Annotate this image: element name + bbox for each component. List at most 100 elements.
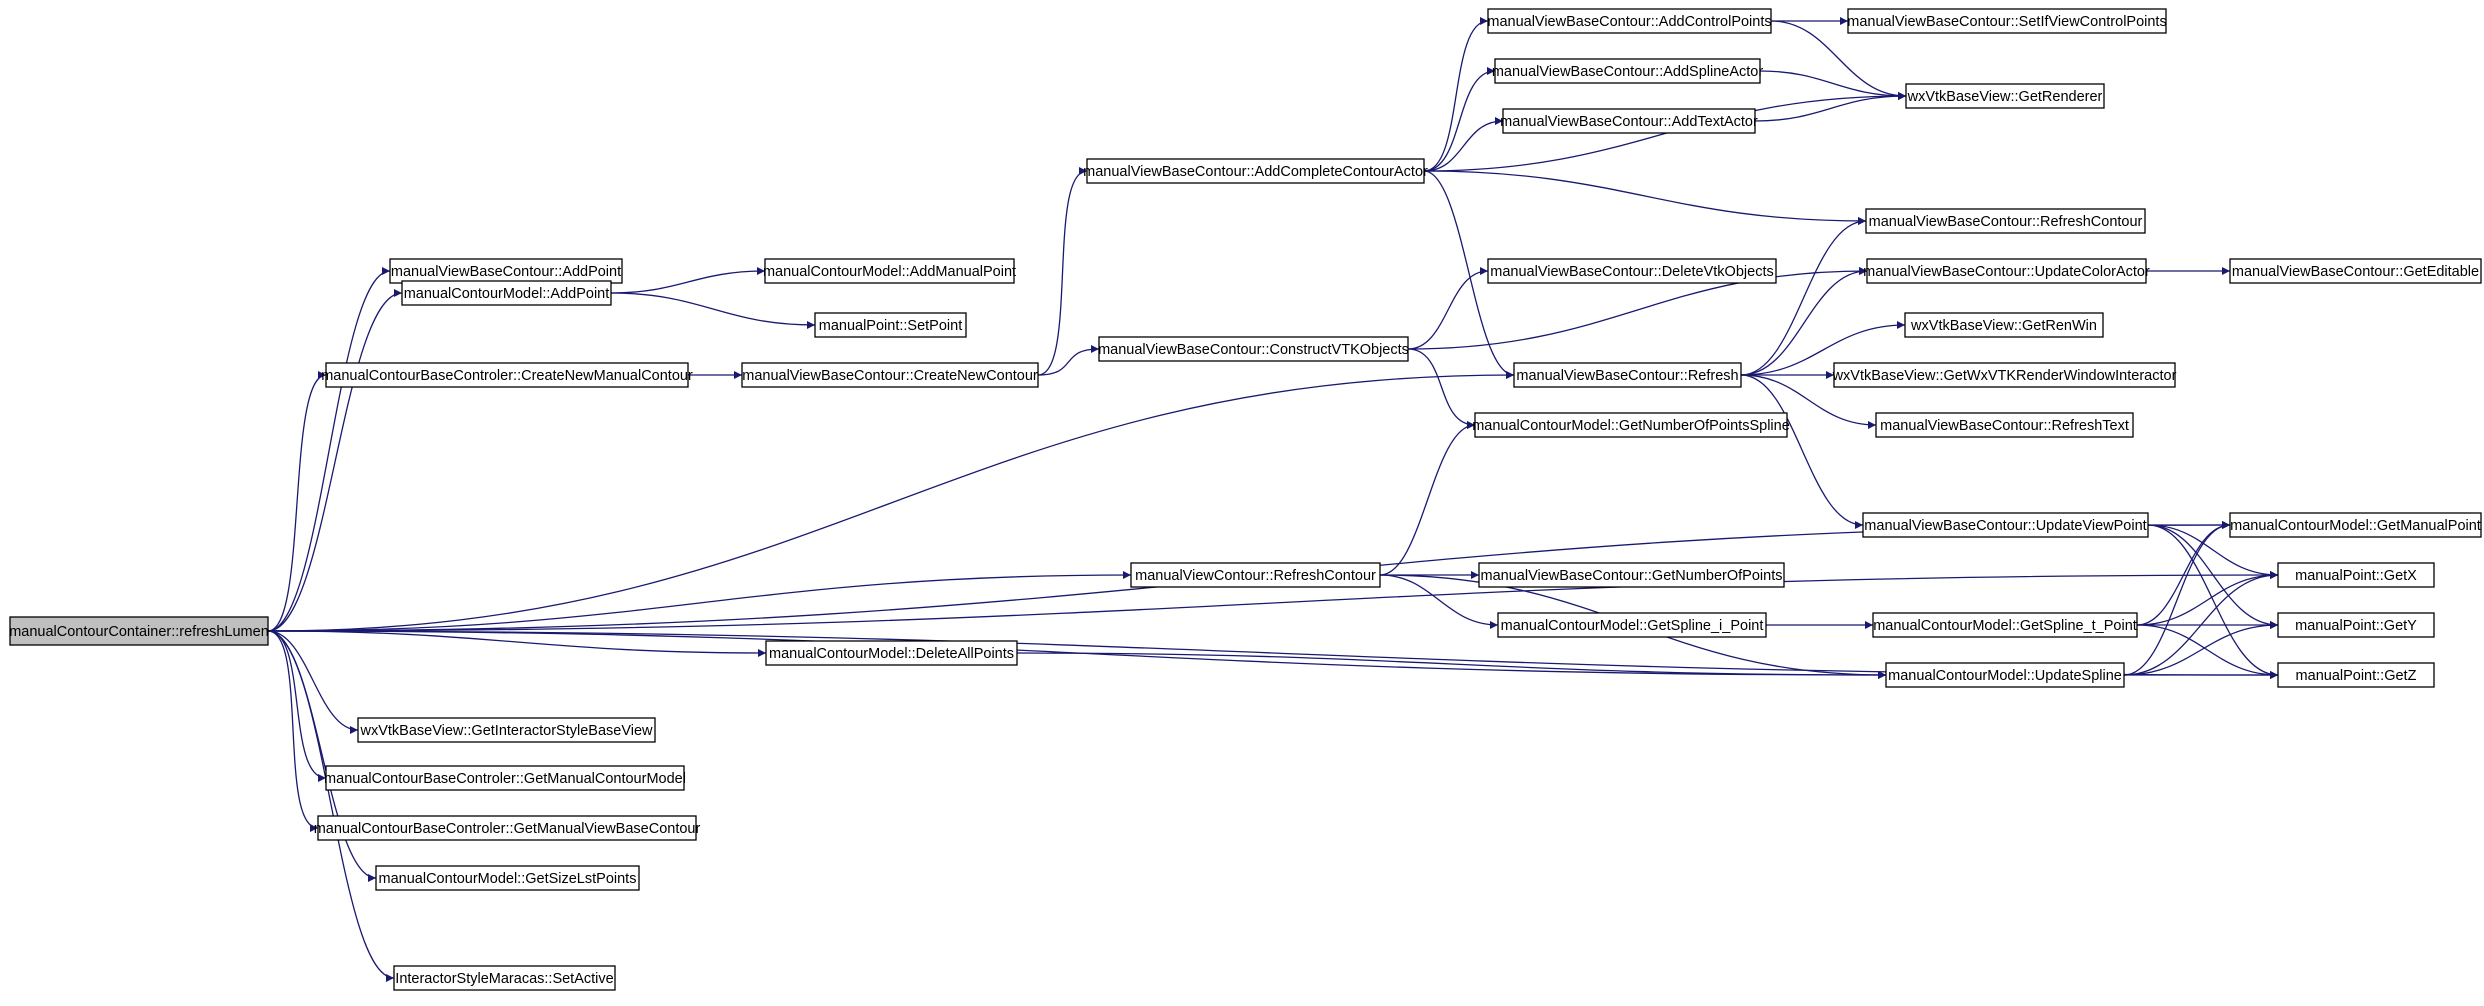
function-node[interactable]: wxVtkBaseView::GetRenWin (1904, 312, 2104, 338)
node-box (764, 258, 1015, 284)
edge-path (2123, 571, 2279, 676)
function-node[interactable]: manualViewBaseContour::Refresh (1513, 362, 1742, 388)
function-node[interactable]: manualViewBaseContour::AddControlPoints (1487, 8, 1772, 34)
edge-path (1037, 345, 1100, 376)
node-box (1502, 108, 1756, 134)
function-node[interactable]: manualViewBaseContour::DeleteVtkObjects (1487, 258, 1777, 284)
edge-path (1407, 348, 1476, 429)
root-function-node[interactable]: manualContourContainer::refreshLumen (9, 616, 269, 646)
node-label: manualViewContour::RefreshContour (1135, 568, 1376, 584)
node-label: manualViewBaseContour::SetIfViewControlP… (1847, 14, 2166, 30)
node-box (325, 765, 685, 791)
node-label: manualViewBaseContour::AddCompleteContou… (1083, 164, 1428, 180)
edge-path (267, 267, 391, 632)
edge-path (1407, 267, 1868, 350)
function-node[interactable]: manualViewBaseContour::GetNumberOfPoints (1478, 562, 1785, 588)
node-box (1847, 8, 2167, 34)
edge-path (1740, 217, 1867, 376)
edge-n0-to-n2 (267, 289, 403, 632)
node-label: manualViewBaseContour::GetEditable (2232, 264, 2479, 280)
function-node[interactable]: manualPoint::GetY (2277, 612, 2435, 638)
function-node[interactable]: manualContourModel::DeleteAllPoints (765, 640, 1018, 666)
function-node[interactable]: manualPoint::GetZ (2277, 662, 2435, 688)
function-node[interactable]: manualContourModel::AddPoint (401, 280, 612, 306)
node-box (1474, 412, 1788, 438)
function-node[interactable]: manualViewBaseContour::GetEditable (2229, 258, 2482, 284)
edge-path (1423, 67, 1496, 172)
function-node[interactable]: manualContourBaseControler::GetManualVie… (314, 815, 701, 841)
node-label: manualViewBaseContour::Refresh (1516, 368, 1738, 384)
edge-n25-to-n28 (1379, 574, 1499, 629)
node-box (401, 280, 612, 306)
edge-n12-to-n11 (1754, 92, 1907, 122)
edge-n7-to-n12 (1423, 117, 1504, 172)
edge-path (1379, 421, 1476, 576)
function-node[interactable]: manualViewBaseContour::SetIfViewControlP… (1847, 8, 2167, 34)
function-node[interactable]: wxVtkBaseView::GetInteractorStyleBaseVie… (357, 717, 656, 743)
node-box (1865, 208, 2146, 234)
node-label: manualContourBaseControler::CreateNewMan… (321, 368, 693, 384)
node-box (1478, 562, 1785, 588)
edge-path (267, 630, 359, 734)
node-label: manualContourModel::GetManualPoint (2230, 518, 2481, 534)
edge-path (1740, 374, 1864, 529)
function-node[interactable]: manualViewBaseContour::ConstructVTKObjec… (1098, 336, 1409, 362)
edge-path (1423, 170, 1867, 225)
node-label: manualViewBaseContour::ConstructVTKObjec… (1098, 342, 1409, 358)
function-node[interactable]: manualViewBaseContour::UpdateViewPoint (1862, 512, 2149, 538)
node-label: manualContourModel::DeleteAllPoints (769, 646, 1014, 662)
edge-n0-to-n1 (267, 267, 391, 632)
edge-path (2147, 524, 2279, 679)
edge-n17-to-n15 (1407, 267, 1868, 350)
function-node[interactable]: manualViewBaseContour::UpdateColorActor (1863, 258, 2150, 284)
function-node[interactable]: manualViewBaseContour::RefreshText (1875, 412, 2134, 438)
function-node[interactable]: manualContourModel::GetSizeLstPoints (375, 865, 640, 891)
function-node[interactable]: manualContourModel::GetSpline_t_Point (1872, 612, 2138, 638)
function-node[interactable]: manualViewBaseContour::RefreshContour (1865, 208, 2146, 234)
edge-path (267, 630, 377, 882)
edge-n7-to-n10 (1423, 67, 1496, 172)
function-node[interactable]: manualContourModel::AddManualPoint (763, 258, 1016, 284)
node-box (741, 362, 1039, 388)
node-box (1866, 258, 2147, 284)
function-node[interactable]: manualContourModel::GetManualPoint (2229, 512, 2482, 538)
node-box (1098, 336, 1409, 362)
function-node[interactable]: wxVtkBaseView::GetRenderer (1905, 83, 2105, 109)
function-node[interactable]: manualViewBaseContour::AddTextActor (1500, 108, 1758, 134)
function-node[interactable]: manualContourBaseControler::CreateNewMan… (321, 362, 693, 388)
function-node[interactable]: manualViewBaseContour::CreateNewContour (741, 362, 1039, 388)
edge-n10-to-n11 (1759, 70, 1907, 100)
function-node[interactable]: wxVtkBaseView::GetWxVTKRenderWindowInter… (1832, 362, 2177, 388)
function-node[interactable]: manualPoint::GetX (2277, 562, 2435, 588)
edge-n6-to-n7 (1037, 167, 1088, 376)
node-label: wxVtkBaseView::GetRenWin (1910, 318, 2097, 334)
node-box (2277, 662, 2435, 688)
function-node[interactable]: manualViewBaseContour::AddPoint (389, 258, 623, 284)
node-label: manualContourModel::AddManualPoint (763, 264, 1016, 280)
function-node[interactable]: manualContourModel::UpdateSpline (1885, 662, 2125, 688)
edge-path (610, 292, 816, 329)
node-box (317, 815, 697, 841)
function-node[interactable]: manualContourModel::GetNumberOfPointsSpl… (1472, 412, 1790, 438)
edge-n0-to-n5 (267, 371, 327, 632)
edge-n19-to-n23 (1740, 374, 1864, 529)
node-label: manualViewBaseContour::UpdateViewPoint (1864, 518, 2146, 534)
edge-n7-to-n13 (1423, 170, 1867, 225)
node-box (375, 865, 640, 891)
function-node[interactable]: InteractorStyleMaracas::SetActive (393, 965, 616, 991)
node-label: manualViewBaseContour::AddSplineActor (1492, 64, 1764, 80)
node-label: manualViewBaseContour::AddTextActor (1500, 114, 1758, 130)
function-node[interactable]: manualViewBaseContour::AddSplineActor (1492, 58, 1764, 84)
function-node[interactable]: manualContourModel::GetSpline_i_Point (1497, 612, 1767, 638)
node-box (2277, 612, 2435, 638)
edge-path (267, 371, 327, 632)
node-label: manualPoint::GetX (2295, 568, 2417, 584)
edge-n29-to-n27 (2136, 571, 2279, 626)
function-node[interactable]: manualViewContour::RefreshContour (1130, 562, 1381, 588)
edge-path (1754, 92, 1907, 122)
node-box (1862, 512, 2149, 538)
node-box (325, 362, 689, 388)
function-node[interactable]: manualContourBaseControler::GetManualCon… (324, 765, 686, 791)
function-node[interactable]: manualPoint::SetPoint (814, 312, 967, 338)
function-node[interactable]: manualViewBaseContour::AddCompleteContou… (1083, 158, 1428, 184)
